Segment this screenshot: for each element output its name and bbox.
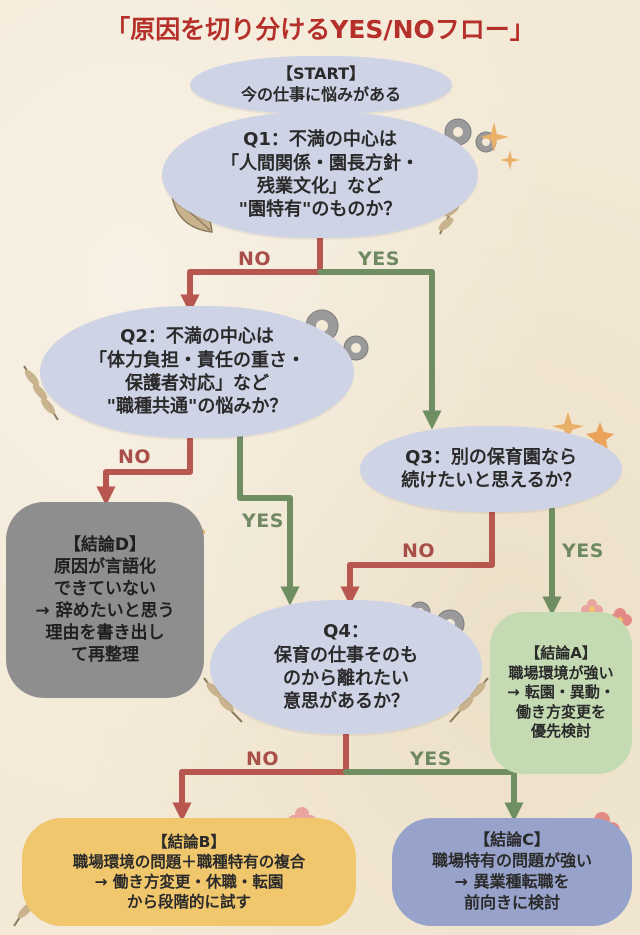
conclusion-c-line: 職場特有の問題が強い [431, 851, 592, 871]
q4-line: 保育の仕事そのも [274, 644, 418, 666]
arrow-q1-no [180, 232, 323, 314]
arrow-q3-no [340, 507, 495, 606]
conclusion-d-line: 原因が言語化 [54, 556, 156, 577]
start-node: 【START】 今の仕事に悩みがある [190, 56, 452, 114]
q4-line: のから離れたい [283, 668, 409, 689]
q2-line: "職種共通"の悩みか？ [106, 396, 288, 418]
arrow-q2-yes [237, 433, 300, 606]
q2-node: Q2：不満の中心は 「体力負担・責任の重さ・ 保護者対応」など "職種共通"の悩… [40, 306, 354, 438]
q3-no-label: NO [402, 540, 436, 562]
conclusion-d-line: → 辞めたいと思う [35, 601, 175, 621]
q4-no-label: NO [246, 748, 280, 770]
leaf-icon [23, 365, 59, 421]
conclusion-d-line: 理由を書き出し [45, 623, 165, 644]
q1-line: 残業文化」など [257, 176, 383, 197]
q4-node: Q4： 保育の仕事そのも のから離れたい 意思があるか？ [210, 600, 482, 734]
conclusion-a-line: 優先検討 [530, 722, 591, 741]
start-text: 今の仕事に悩みがある [240, 85, 401, 104]
conclusion-a-node: 【結論A】 職場環境が強い → 転園・異動・ 働き方変更を 優先検討 [490, 612, 632, 774]
star-icon [552, 412, 614, 450]
q3-yes-label: YES [562, 540, 604, 562]
conclusion-d-node: 【結論D】 原因が言語化 できていない → 辞めたいと思う 理由を書き出し て再… [6, 502, 204, 698]
q3-line: 続けたいと思えるか？ [401, 470, 581, 491]
arrow-q2-no [96, 433, 193, 506]
q1-line: 「人間関係・園長方針・ [221, 152, 419, 174]
conclusion-a-line: 【結論A】 [525, 644, 597, 663]
q2-line: 保護者対応」など [125, 373, 269, 394]
conclusion-b-node: 【結論B】 職場環境の問題＋職種特有の複合 → 働き方変更・休職・転園 から段階… [22, 818, 356, 926]
leaf-icon [203, 677, 243, 723]
conclusion-a-line: 働き方変更を [515, 702, 606, 721]
conclusion-b-line: から段階的に試す [126, 893, 251, 912]
q1-line: Q1：不満の中心は [243, 129, 397, 151]
sparkle-icon [480, 122, 520, 170]
conclusion-c-line: 【結論C】 [474, 830, 550, 850]
q3-node: Q3：別の保育園なら 続けたいと思えるか？ [360, 426, 622, 512]
conclusion-d-line: て再整理 [71, 645, 139, 666]
q1-yes-label: YES [358, 248, 400, 270]
conclusion-b-line: 【結論B】 [152, 832, 226, 851]
conclusion-c-node: 【結論C】 職場特有の問題が強い → 異業種転職を 前向きに検討 [392, 818, 632, 926]
conclusion-a-line: → 転園・異動・ [507, 683, 615, 702]
q1-node: Q1：不満の中心は 「人間関係・園長方針・ 残業文化」など "園特有"のものか？ [162, 112, 478, 238]
arrow-q4-no [172, 729, 349, 822]
page-title: 「原因を切り分けるYES/NOフロー」 [105, 15, 535, 44]
q2-line: Q2：不満の中心は [120, 326, 274, 348]
q4-yes-label: YES [410, 748, 452, 770]
conclusion-c-line: 前向きに検討 [463, 892, 560, 912]
conclusion-b-line: 職場環境の問題＋職種特有の複合 [72, 852, 306, 871]
q1-line: "園特有"のものか？ [238, 199, 402, 221]
leaf-icon [449, 677, 489, 723]
q2-yes-label: YES [242, 510, 284, 532]
start-heading: 【START】 [276, 64, 366, 84]
q2-no-label: NO [118, 446, 152, 468]
arrow-q4-yes [343, 769, 524, 822]
conclusion-a-line: 職場環境が強い [508, 663, 614, 682]
q2-line: 「体力負担・責任の重さ・ [89, 349, 305, 371]
conclusion-c-line: → 異業種転職を [454, 872, 570, 891]
arrow-q1-yes [317, 269, 442, 430]
conclusion-d-line: 【結論D】 [63, 534, 147, 555]
q3-line: Q3：別の保育園なら [405, 446, 577, 468]
conclusion-d-line: できていない [54, 578, 156, 599]
q4-line: Q4： [323, 621, 369, 643]
q4-line: 意思があるか？ [283, 691, 409, 713]
q1-no-label: NO [238, 248, 272, 270]
conclusion-b-line: → 働き方変更・休職・転園 [94, 873, 284, 891]
